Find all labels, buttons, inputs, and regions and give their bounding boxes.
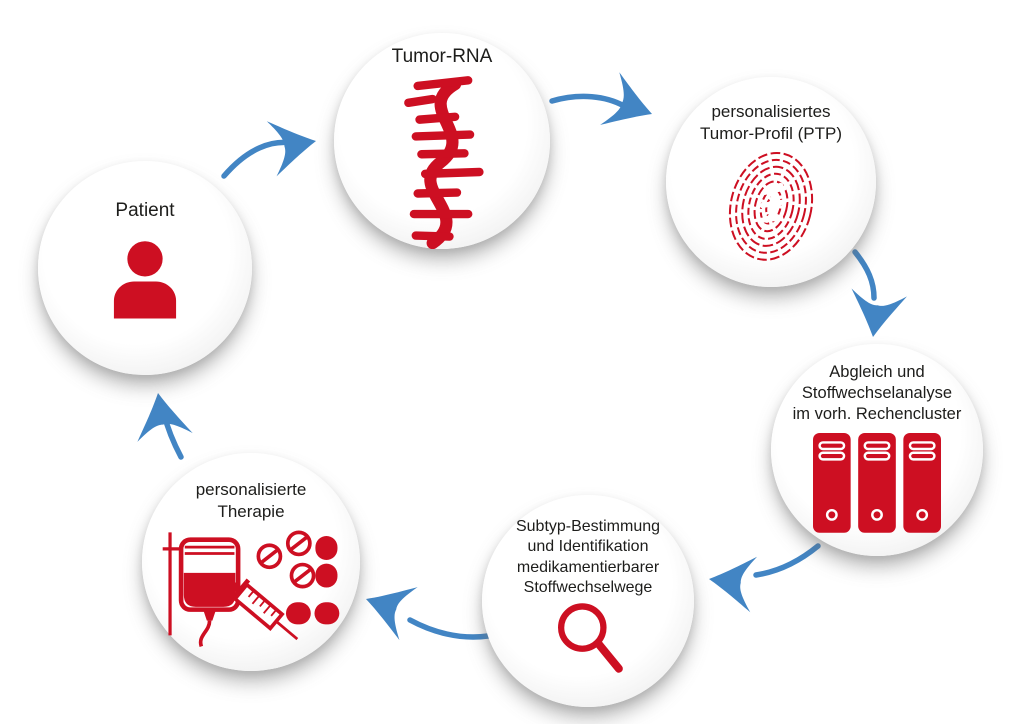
arrow-subtyp-to-therapie	[356, 572, 491, 641]
pills-icon	[256, 530, 340, 624]
node-tumorrna: Tumor-RNA	[334, 33, 550, 249]
node-patient: Patient	[38, 161, 252, 375]
therapy-icon	[162, 530, 340, 647]
node-cluster-label: Abgleich und Stoffwechselanalyse im vorh…	[792, 363, 962, 424]
node-patient-label: Patient	[115, 200, 175, 221]
rna-helix-icon	[404, 76, 484, 249]
arrow-cluster-to-subtyp	[705, 543, 821, 613]
magnifier-icon	[558, 603, 623, 673]
server-cluster-icon	[813, 433, 941, 534]
syringe-icon	[224, 576, 299, 640]
node-subtyp: Subtyp-Bestimmung und Identifikation med…	[482, 495, 694, 707]
arrow-tumorrna-to-ptp	[549, 72, 662, 141]
fingerprint-dna-icon	[728, 151, 814, 261]
node-cluster: Abgleich und Stoffwechselanalyse im vorh…	[771, 344, 983, 556]
person-icon	[113, 241, 177, 319]
node-ptp: personalisiertes Tumor-Profil (PTP)	[666, 77, 876, 287]
node-therapie-label: personalisierte Therapie	[195, 480, 307, 521]
arrow-therapie-to-patient	[130, 388, 193, 460]
node-tumorrna-label: Tumor-RNA	[391, 46, 493, 67]
arrow-patient-to-tumorrna	[221, 113, 321, 179]
node-therapie: personalisierte Therapie	[142, 453, 360, 671]
node-subtyp-label: Subtyp-Bestimmung und Identifikation med…	[515, 518, 661, 597]
node-ptp-label: personalisiertes Tumor-Profil (PTP)	[700, 102, 842, 143]
iv-bag-icon	[162, 531, 241, 647]
arrow-ptp-to-cluster	[845, 249, 907, 341]
